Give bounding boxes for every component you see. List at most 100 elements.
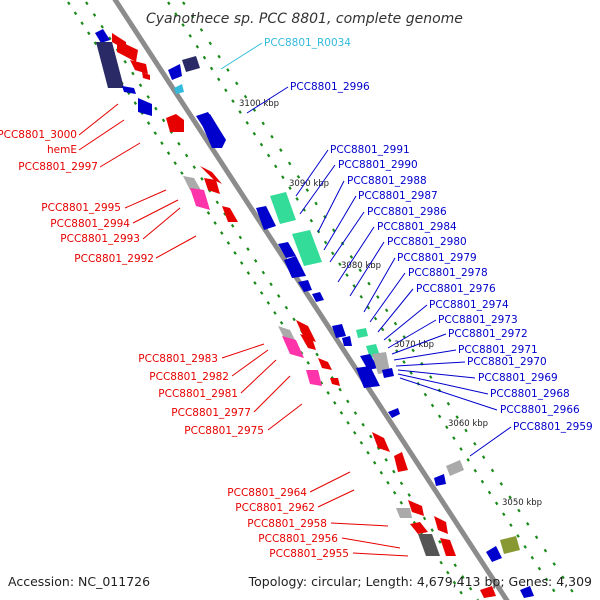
gene-feature bbox=[396, 508, 412, 518]
gene-feature bbox=[388, 408, 400, 418]
gene-feature bbox=[342, 336, 352, 346]
gene-feature bbox=[296, 320, 316, 342]
gene-feature bbox=[122, 86, 136, 94]
gene-feature bbox=[382, 368, 394, 378]
gene-feature bbox=[418, 534, 440, 556]
gene-feature bbox=[356, 366, 380, 388]
gene-feature bbox=[486, 546, 502, 562]
gene-label[interactable]: PCC8801_2980 bbox=[387, 236, 467, 248]
gene-feature bbox=[95, 29, 110, 43]
gene-feature bbox=[394, 452, 408, 472]
gene-feature bbox=[284, 256, 306, 278]
gene-label[interactable]: PCC8801_2995 bbox=[41, 202, 121, 214]
gene-label[interactable]: PCC8801_2956 bbox=[258, 533, 338, 545]
genome-backbone bbox=[112, 0, 510, 600]
gene-label[interactable]: PCC8801_2997 bbox=[18, 161, 98, 173]
gene-label[interactable]: PCC8801_2971 bbox=[458, 344, 538, 356]
gene-label[interactable]: PCC8801_2994 bbox=[50, 218, 130, 230]
gene-feature bbox=[182, 56, 200, 72]
scale-label: 3100 kbp bbox=[239, 99, 279, 109]
gene-feature bbox=[96, 42, 124, 88]
scale-label: 3070 kbp bbox=[394, 340, 434, 350]
gene-features-right bbox=[168, 56, 534, 598]
gene-label[interactable]: PCC8801_2993 bbox=[60, 233, 140, 245]
gene-feature bbox=[200, 166, 222, 184]
gene-feature bbox=[138, 98, 152, 116]
genome-summary-text: Topology: circular; Length: 4,679,413 bp… bbox=[248, 574, 592, 589]
gene-label[interactable]: PCC8801_2982 bbox=[149, 371, 229, 383]
gene-feature bbox=[372, 432, 390, 452]
gene-feature bbox=[330, 378, 340, 386]
gene-feature bbox=[278, 242, 296, 258]
gene-label[interactable]: PCC8801_2959 bbox=[513, 421, 593, 433]
gene-feature bbox=[298, 280, 312, 292]
gene-label[interactable]: PCC8801_2955 bbox=[269, 548, 349, 560]
left-gene-labels: PCC8801_3000 hemE PCC8801_2997 PCC8801_2… bbox=[0, 129, 349, 560]
gene-feature bbox=[410, 522, 428, 534]
gene-feature bbox=[130, 60, 148, 74]
right-leader-lines bbox=[220, 42, 512, 457]
accession-text: Accession: NC_011726 bbox=[8, 574, 150, 589]
gene-feature bbox=[440, 538, 456, 556]
gene-label[interactable]: PCC8801_2981 bbox=[158, 388, 238, 400]
gene-label[interactable]: PCC8801_2972 bbox=[448, 328, 528, 340]
gene-label[interactable]: PCC8801_2978 bbox=[408, 267, 488, 279]
gene-label[interactable]: PCC8801_2973 bbox=[438, 314, 518, 326]
gene-label[interactable]: PCC8801_R0034 bbox=[264, 37, 351, 49]
gene-feature bbox=[166, 114, 184, 132]
scale-label: 3080 kbp bbox=[341, 261, 381, 271]
gene-label[interactable]: PCC8801_2988 bbox=[347, 175, 427, 187]
tick-tracks bbox=[67, 1, 579, 600]
gene-label[interactable]: PCC8801_2990 bbox=[338, 159, 418, 171]
scale-label: 3090 kbp bbox=[289, 179, 329, 189]
gene-label[interactable]: PCC8801_2966 bbox=[500, 404, 580, 416]
gene-label[interactable]: PCC8801_2976 bbox=[416, 283, 496, 295]
gene-label[interactable]: PCC8801_2986 bbox=[367, 206, 447, 218]
gene-feature bbox=[306, 370, 322, 386]
gene-label[interactable]: PCC8801_2962 bbox=[235, 502, 315, 514]
gene-label[interactable]: PCC8801_2991 bbox=[330, 144, 410, 156]
gene-label[interactable]: PCC8801_2964 bbox=[227, 487, 307, 499]
gene-label[interactable]: PCC8801_2970 bbox=[467, 356, 547, 368]
gene-feature bbox=[300, 334, 316, 350]
gene-feature bbox=[222, 206, 238, 222]
gene-feature bbox=[196, 112, 226, 144]
gene-label[interactable]: PCC8801_2992 bbox=[74, 253, 154, 265]
gene-feature bbox=[480, 586, 496, 598]
gene-feature bbox=[282, 336, 304, 358]
left-leader-lines bbox=[78, 103, 409, 557]
gene-label[interactable]: PCC8801_2987 bbox=[358, 190, 438, 202]
gene-label[interactable]: hemE bbox=[47, 144, 77, 156]
gene-feature bbox=[356, 328, 368, 338]
gene-feature bbox=[332, 324, 346, 338]
gene-label[interactable]: PCC8801_2984 bbox=[377, 221, 457, 233]
right-gene-labels: PCC8801_R0034 PCC8801_2996 PCC8801_2991 … bbox=[264, 37, 593, 433]
gene-feature bbox=[292, 230, 322, 266]
gene-label[interactable]: PCC8801_2968 bbox=[490, 388, 570, 400]
gene-feature bbox=[256, 206, 276, 230]
gene-feature bbox=[446, 460, 464, 476]
gene-label[interactable]: PCC8801_2974 bbox=[429, 299, 509, 311]
scale-label: 3050 kbp bbox=[502, 498, 542, 508]
gene-label[interactable]: PCC8801_2969 bbox=[478, 372, 558, 384]
gene-feature bbox=[434, 474, 446, 486]
gene-feature bbox=[142, 72, 150, 80]
gene-feature bbox=[312, 292, 324, 302]
gene-feature bbox=[500, 536, 520, 554]
gene-feature bbox=[117, 40, 138, 62]
gene-label[interactable]: PCC8801_2983 bbox=[138, 353, 218, 365]
gene-feature bbox=[270, 192, 296, 224]
gene-label[interactable]: PCC8801_2977 bbox=[171, 407, 251, 419]
scale-labels: 3100 kbp 3090 kbp 3080 kbp 3070 kbp 3060… bbox=[239, 99, 542, 508]
scale-label: 3060 kbp bbox=[448, 419, 488, 429]
gene-label[interactable]: PCC8801_2975 bbox=[184, 425, 264, 437]
gene-label[interactable]: PCC8801_2979 bbox=[397, 252, 477, 264]
map-title: Cyanothece sp. PCC 8801, complete genome bbox=[146, 11, 463, 27]
gene-label[interactable]: PCC8801_3000 bbox=[0, 129, 77, 141]
gene-label[interactable]: PCC8801_2996 bbox=[290, 81, 370, 93]
gene-feature bbox=[190, 188, 210, 210]
gene-feature bbox=[360, 354, 378, 370]
gene-feature bbox=[168, 64, 182, 80]
gene-label[interactable]: PCC8801_2958 bbox=[247, 518, 327, 530]
